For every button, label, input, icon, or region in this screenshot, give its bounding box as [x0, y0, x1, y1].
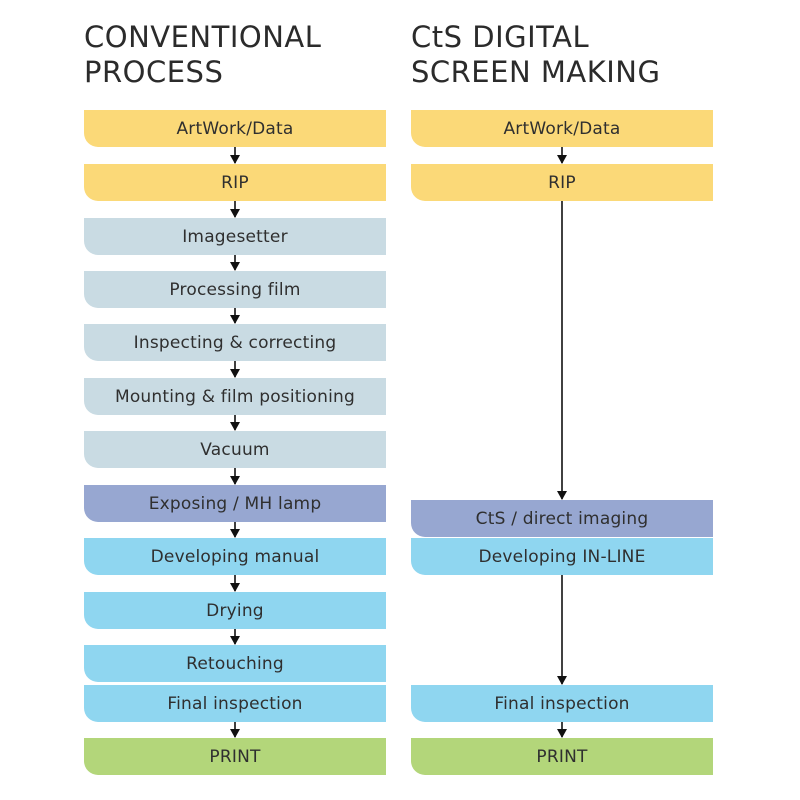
conv-step-inspecting-correcting: Inspecting & correcting	[84, 324, 386, 361]
cts-step-direct-imaging: CtS / direct imaging	[411, 500, 713, 537]
conv-step-artwork-data: ArtWork/Data	[84, 110, 386, 147]
cts-step-artwork-data: ArtWork/Data	[411, 110, 713, 147]
conv-step-print: PRINT	[84, 738, 386, 775]
conv-step-rip: RIP	[84, 164, 386, 201]
cts-heading-line2: SCREEN MAKING	[411, 55, 661, 89]
cts-step-rip: RIP	[411, 164, 713, 201]
conv-step-processing-film: Processing film	[84, 271, 386, 308]
cts-step-developing-in-line: Developing IN-LINE	[411, 538, 713, 575]
conv-step-imagesetter: Imagesetter	[84, 218, 386, 255]
conv-step-exposing-mh-lamp: Exposing / MH lamp	[84, 485, 386, 522]
conv-step-final-inspection: Final inspection	[84, 685, 386, 722]
conventional-heading-line2: PROCESS	[84, 55, 224, 89]
conventional-heading-line1: CONVENTIONAL	[84, 20, 322, 54]
conv-step-developing-manual: Developing manual	[84, 538, 386, 575]
cts-digital-heading: CtS DIGITAL SCREEN MAKING	[411, 20, 731, 90]
conv-step-mounting-film-positioning: Mounting & film positioning	[84, 378, 386, 415]
cts-heading-line1: CtS DIGITAL	[411, 20, 590, 54]
conv-step-drying: Drying	[84, 592, 386, 629]
cts-step-print: PRINT	[411, 738, 713, 775]
conv-step-retouching: Retouching	[84, 645, 386, 682]
conv-step-vacuum: Vacuum	[84, 431, 386, 468]
conventional-process-heading: CONVENTIONAL PROCESS	[84, 20, 404, 90]
cts-step-final-inspection: Final inspection	[411, 685, 713, 722]
